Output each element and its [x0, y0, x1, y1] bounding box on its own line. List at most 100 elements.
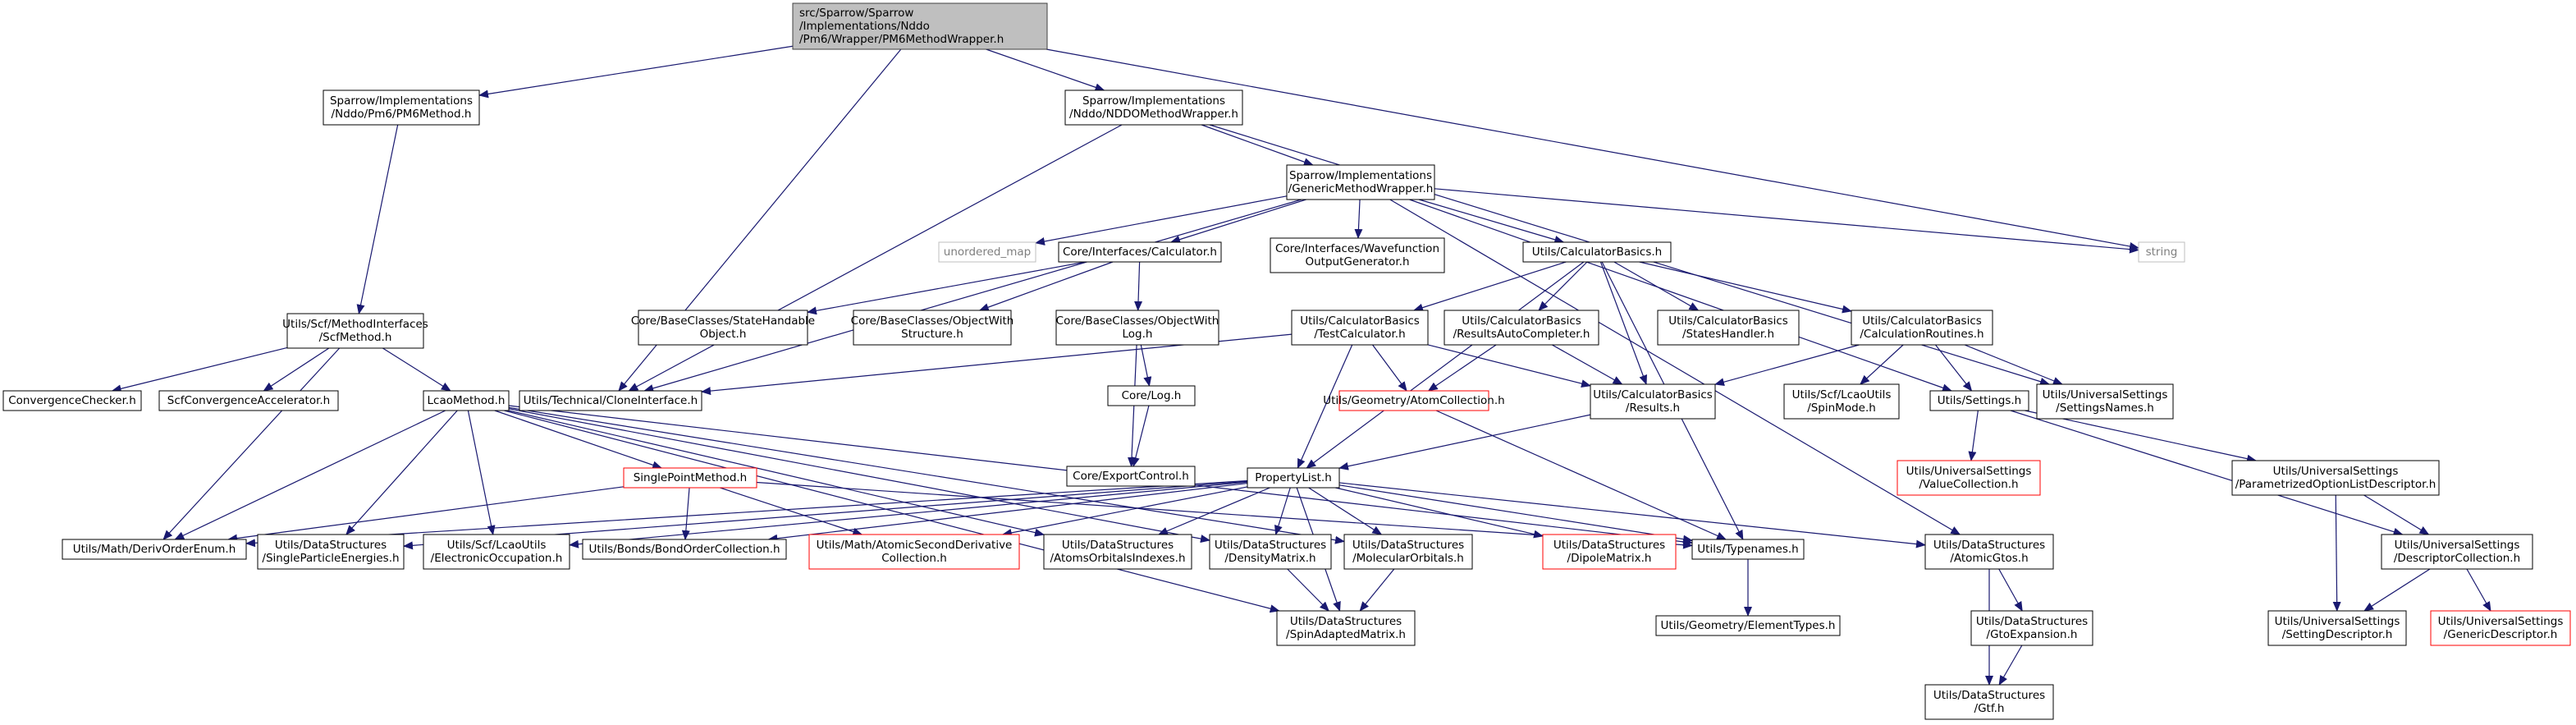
node-bondorder[interactable]: Utils/Bonds/BondOrderCollection.h — [582, 539, 787, 560]
node-label-line: /ElectronicOccupation.h — [431, 552, 563, 565]
node-label-line: /MolecularOrbitals.h — [1352, 552, 1464, 565]
node-exportcontrol[interactable]: Core/ExportControl.h — [1066, 466, 1196, 487]
node-label-line: /Implementations/Nddo — [799, 20, 930, 33]
edge-nddowrapper-to-generic — [1201, 124, 1314, 166]
node-convergence[interactable]: ConvergenceChecker.h — [2, 390, 142, 411]
node-pm6method[interactable]: Sparrow/Implementations/Nddo/Pm6/PM6Meth… — [323, 89, 480, 126]
node-spinadapted[interactable]: Utils/DataStructures/SpinAdaptedMatrix.h — [1276, 610, 1416, 646]
node-label-line: Utils/UniversalSettings — [2043, 388, 2168, 402]
node-box — [519, 390, 702, 411]
node-scfmethod[interactable]: Utils/Scf/MethodInterfaces/ScfMethod.h — [282, 313, 428, 349]
node-box — [1522, 241, 1672, 263]
node-atomicgtos[interactable]: Utils/DataStructures/AtomicGtos.h — [1924, 534, 2054, 570]
edge-singlepoint-to-derivorder — [227, 486, 625, 543]
node-root[interactable]: src/Sparrow/Sparrow/Implementations/Nddo… — [792, 2, 1048, 50]
edge-densitymatrix-to-spinadapted — [1287, 568, 1329, 612]
node-atomicsecond[interactable]: Utils/Math/AtomicSecondDerivativeCollect… — [808, 534, 1020, 570]
node-label-line: /ParametrizedOptionListDescriptor.h — [2235, 478, 2436, 491]
node-label-line: /ScfMethod.h — [319, 331, 392, 344]
node-label-line: ConvergenceChecker.h — [8, 394, 136, 407]
node-label-line: Structure.h — [901, 328, 963, 341]
node-box — [257, 534, 405, 570]
node-atomsorbital[interactable]: Utils/DataStructures/AtomsOrbitalsIndexe… — [1043, 534, 1192, 570]
node-box — [2138, 241, 2185, 263]
node-label-line: Utils/Math/AtomicSecondDerivative — [817, 539, 1013, 552]
node-label-line: Sparrow/Implementations — [1082, 94, 1225, 108]
node-propertylist[interactable]: PropertyList.h — [1247, 467, 1340, 489]
node-label-line: Utils/Geometry/AtomCollection.h — [1323, 394, 1504, 407]
node-box — [1691, 539, 1805, 560]
edge-settings-to-desccollection — [2010, 410, 2404, 536]
node-clone[interactable]: Utils/Technical/CloneInterface.h — [519, 390, 702, 411]
node-typenames[interactable]: Utils/Typenames.h — [1691, 539, 1805, 560]
node-box — [1590, 383, 1716, 420]
node-nddowrapper[interactable]: Sparrow/Implementations/Nddo/NDDOMethodW… — [1064, 89, 1243, 126]
node-settingdesc[interactable]: Utils/UniversalSettings/SettingDescripto… — [2267, 610, 2407, 646]
node-calcbasics[interactable]: Utils/CalculatorBasics.h — [1522, 241, 1672, 263]
node-elementtypes[interactable]: Utils/Geometry/ElementTypes.h — [1655, 615, 1841, 636]
node-genericdesc[interactable]: Utils/UniversalSettings/GenericDescripto… — [2430, 610, 2571, 646]
node-corelog[interactable]: Core/Log.h — [1107, 385, 1196, 406]
node-label-line: /ValueCollection.h — [1919, 478, 2018, 491]
node-generic[interactable]: Sparrow/Implementations/GenericMethodWra… — [1286, 164, 1435, 200]
node-resultsauto[interactable]: Utils/CalculatorBasics/ResultsAutoComple… — [1444, 310, 1599, 346]
node-singlepoint[interactable]: SinglePointMethod.h — [623, 467, 757, 489]
node-molecularorb[interactable]: Utils/DataStructures/MolecularOrbitals.h — [1343, 534, 1473, 570]
node-label-line: Utils/DataStructures — [1553, 539, 1665, 552]
node-label-line: Utils/Scf/MethodInterfaces — [282, 318, 428, 331]
node-gtoexpansion[interactable]: Utils/DataStructures/GtoExpansion.h — [1970, 610, 2093, 646]
node-atomcollection[interactable]: Utils/Geometry/AtomCollection.h — [1323, 390, 1505, 411]
node-spinmode[interactable]: Utils/Scf/LcaoUtils/SpinMode.h — [1783, 383, 1900, 420]
edge-root-to-string — [1045, 48, 2139, 250]
node-derivorder[interactable]: Utils/Math/DerivOrderEnum.h — [62, 539, 247, 560]
node-desccollection[interactable]: Utils/UniversalSettings/DescriptorCollec… — [2381, 534, 2533, 570]
node-stateshandler[interactable]: Utils/CalculatorBasics/StatesHandler.h — [1657, 310, 1800, 346]
node-label-line: Utils/Geometry/ElementTypes.h — [1661, 619, 1836, 632]
node-box — [286, 313, 424, 349]
node-results[interactable]: Utils/CalculatorBasics/Results.h — [1590, 383, 1716, 420]
node-label-line: Core/Interfaces/Calculator.h — [1063, 245, 1217, 259]
node-electronic[interactable]: Utils/Scf/LcaoUtils/ElectronicOccupation… — [423, 534, 570, 570]
node-box — [1209, 534, 1332, 570]
node-box — [2036, 383, 2174, 420]
node-box — [423, 390, 510, 411]
edge-calculator-to-statehandable — [807, 261, 1086, 315]
node-label-line: Log.h — [1123, 328, 1153, 341]
node-label-line: Utils/CalculatorBasics — [1668, 314, 1788, 328]
edge-propertylist-to-molecularorb — [1308, 487, 1383, 535]
node-label-line: /Pm6/Wrapper/PM6MethodWrapper.h — [799, 33, 1004, 46]
node-calculator[interactable]: Core/Interfaces/Calculator.h — [1058, 241, 1222, 263]
node-label-line: Core/ExportControl.h — [1073, 470, 1189, 483]
node-box — [2430, 610, 2571, 646]
node-lcao[interactable]: LcaoMethod.h — [423, 390, 510, 411]
node-singleparticle[interactable]: Utils/DataStructures/SingleParticleEnerg… — [257, 534, 405, 570]
edge-generic-to-wavefunction — [1354, 199, 1363, 239]
node-label-line: Core/Interfaces/Wavefunction — [1275, 242, 1439, 255]
node-wavefunction[interactable]: Core/Interfaces/WavefunctionOutputGenera… — [1270, 237, 1445, 273]
node-scfaccel[interactable]: ScfConvergenceAccelerator.h — [158, 390, 339, 411]
node-settings[interactable]: Utils/Settings.h — [1929, 390, 2029, 411]
node-testcalc[interactable]: Utils/CalculatorBasics/TestCalculator.h — [1291, 310, 1429, 346]
node-label-line: /DescriptorCollection.h — [2394, 552, 2520, 565]
edge-molecularorb-to-spinadapted — [1359, 568, 1395, 612]
node-gtf[interactable]: Utils/DataStructures/Gtf.h — [1924, 684, 2054, 720]
node-label-line: Utils/DataStructures — [1352, 539, 1464, 552]
node-calcroutines[interactable]: Utils/CalculatorBasics/CalculationRoutin… — [1851, 310, 1993, 346]
node-valuecollection[interactable]: Utils/UniversalSettings/ValueCollection.… — [1897, 460, 2041, 496]
node-label-line: Utils/Scf/LcaoUtils — [447, 539, 547, 552]
node-label-line: LcaoMethod.h — [428, 394, 506, 407]
node-box — [1929, 390, 2029, 411]
node-paramoption[interactable]: Utils/UniversalSettings/ParametrizedOpti… — [2231, 460, 2440, 496]
node-label-line: Utils/CalculatorBasics — [1593, 388, 1713, 402]
node-label-line: /SpinAdaptedMatrix.h — [1286, 628, 1406, 641]
node-dipolematrix[interactable]: Utils/DataStructures/DipoleMatrix.h — [1542, 534, 1677, 570]
node-label-line: Sparrow/Implementations — [330, 94, 473, 108]
node-label-line: /SettingsNames.h — [2056, 402, 2154, 415]
node-settingsnames[interactable]: Utils/UniversalSettings/SettingsNames.h — [2036, 383, 2174, 420]
node-densitymatrix[interactable]: Utils/DataStructures/DensityMatrix.h — [1209, 534, 1332, 570]
node-label-line: /StatesHandler.h — [1682, 328, 1774, 341]
